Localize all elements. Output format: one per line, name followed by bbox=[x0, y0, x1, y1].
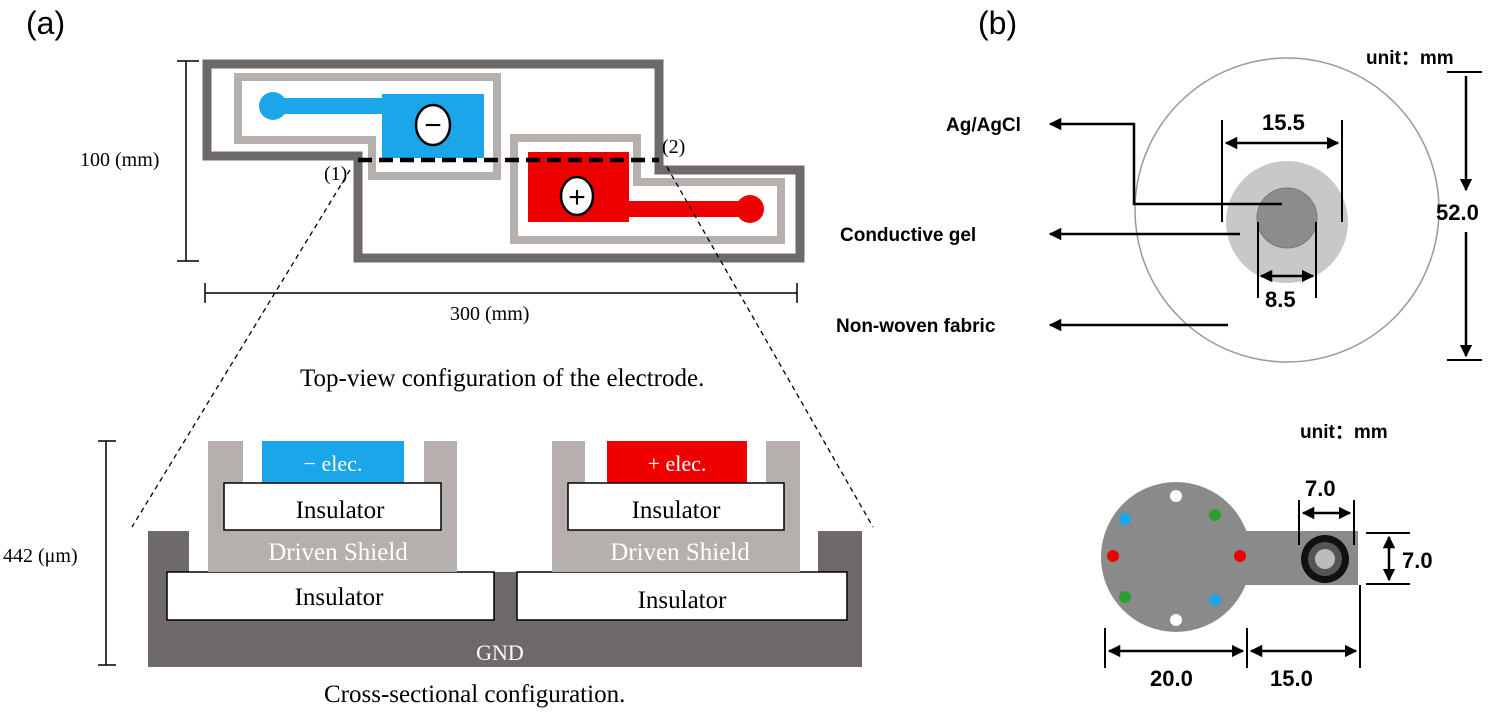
minus-circle-icon bbox=[414, 103, 452, 147]
cross-section-caption: Cross-sectional configuration. bbox=[324, 681, 625, 708]
negative-elec-label: − elec. bbox=[304, 451, 363, 476]
dim-disc-label: 20.0 bbox=[1150, 666, 1193, 691]
plus-circle-icon bbox=[559, 175, 595, 217]
dim-tab-width-label: 7.0 bbox=[1305, 476, 1336, 501]
gnd-layer bbox=[148, 531, 862, 667]
insulator-left-top bbox=[223, 482, 442, 531]
positive-elec-layer bbox=[607, 441, 747, 483]
insulator-right-bottom bbox=[516, 571, 848, 621]
dot-blue-bottom bbox=[1209, 594, 1221, 606]
dot-green-bottom bbox=[1119, 591, 1131, 603]
negative-electrode: − bbox=[259, 92, 484, 158]
right-shield-ring bbox=[510, 134, 785, 244]
minus-symbol: − bbox=[424, 109, 442, 142]
dot-green-top bbox=[1209, 509, 1221, 521]
top-view-caption: Top-view configuration of the electrode. bbox=[300, 365, 704, 392]
cross-section-diagram: GND Insulator Insulator Driven Shield − … bbox=[3, 440, 862, 708]
dim-tab-height-label: 7.0 bbox=[1402, 548, 1433, 573]
positive-elec-label: + elec. bbox=[648, 451, 707, 476]
disc-body bbox=[1101, 482, 1251, 632]
width-dimension-label: 300 (mm) bbox=[450, 303, 529, 325]
positive-electrode: + bbox=[528, 152, 764, 223]
left-shield-ring bbox=[234, 73, 501, 180]
insulator-right-bottom-label: Insulator bbox=[638, 587, 728, 614]
dot-white-bottom bbox=[1170, 614, 1182, 626]
insulator-right-top bbox=[567, 482, 785, 531]
electrode-bottom-diagram: unit：mm 7.0 7.0 20.0 15.0 bbox=[1101, 422, 1433, 691]
dot-red-left bbox=[1107, 550, 1119, 562]
dim-tab-length-label: 15.0 bbox=[1270, 666, 1313, 691]
dot-white-top bbox=[1170, 490, 1182, 502]
top-view-gnd-outline bbox=[202, 59, 805, 263]
negative-elec-layer bbox=[262, 441, 404, 483]
dim-outer-label: 52.0 bbox=[1436, 200, 1479, 225]
thickness-dimension-label: 442 (μm) bbox=[3, 545, 78, 567]
plus-symbol: + bbox=[568, 181, 586, 214]
insulator-right-top-label: Insulator bbox=[632, 497, 722, 524]
driven-shield-left-label: Driven Shield bbox=[268, 539, 408, 566]
dot-red-right bbox=[1234, 550, 1246, 562]
point-1-label: (1) bbox=[324, 163, 347, 185]
ag-agcl-leader bbox=[1048, 117, 1282, 206]
unit-label-top: unit：mm bbox=[1366, 48, 1454, 69]
panel-b-label: (b) bbox=[978, 5, 1017, 41]
ag-agcl-core bbox=[1256, 187, 1318, 249]
unit-label-bottom: unit：mm bbox=[1300, 422, 1388, 443]
driven-shield-right-label: Driven Shield bbox=[610, 539, 750, 566]
point-2-label: (2) bbox=[662, 136, 685, 158]
ag-agcl-label: Ag/AgCl bbox=[946, 115, 1021, 136]
insulator-left-bottom bbox=[166, 571, 495, 621]
projection-line-left bbox=[131, 169, 351, 528]
dot-blue-top bbox=[1119, 513, 1131, 525]
dim-inner-bottom-label: 8.5 bbox=[1265, 287, 1296, 312]
projection-line-right bbox=[666, 166, 874, 528]
electrode-top-diagram: unit：mm 15.5 8.5 52.0 Ag/AgCl Conductive… bbox=[836, 48, 1482, 363]
gnd-label: GND bbox=[476, 640, 524, 665]
height-dimension-label: 100 (mm) bbox=[80, 149, 159, 171]
insulator-left-bottom-label: Insulator bbox=[295, 584, 385, 611]
insulator-left-top-label: Insulator bbox=[296, 497, 386, 524]
top-view-diagram: − + (1) (2) 100 (mm) 300 (mm) Top-view c… bbox=[80, 59, 805, 392]
conductive-gel-label: Conductive gel bbox=[840, 225, 976, 246]
fabric-label: Non-woven fabric bbox=[836, 316, 996, 337]
dim-inner-top-label: 15.5 bbox=[1262, 110, 1305, 135]
panel-a-label: (a) bbox=[26, 5, 65, 41]
